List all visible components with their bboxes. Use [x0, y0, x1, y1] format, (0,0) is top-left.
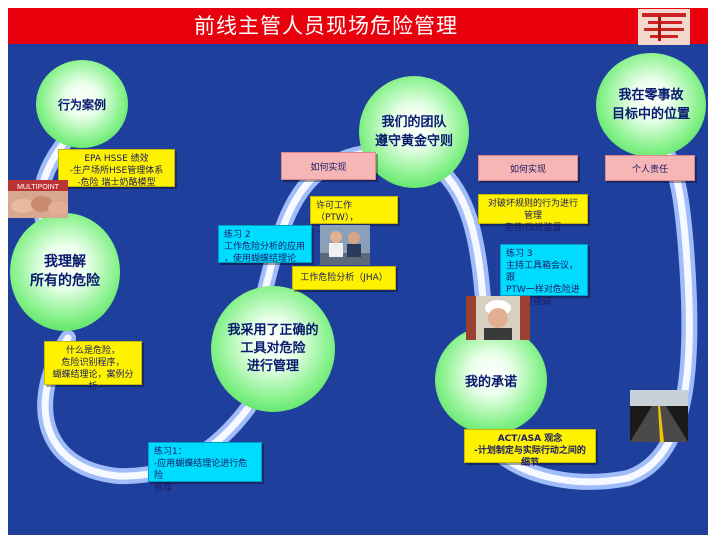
box-hazard-concept: 什么是危险， 危险识别程序， 蝴蝶结理论，案例分析 — [44, 341, 142, 392]
box-how-to-1: 如何实现 — [281, 152, 376, 180]
box-exercise-1: 练习1： -应用蝴蝶结理论进行危险 管理 — [148, 442, 262, 493]
box-exercise-2: 练习 2 工作危险分析的应用 ，使用蝴蝶结理论 — [218, 225, 312, 264]
circle-correct-tools: 我采用了正确的 工具对危险 进行管理 — [211, 286, 335, 412]
hands-image: MULTIPOINT — [8, 180, 68, 218]
circle-zero-accident: 我在零事故 目标中的位置 — [596, 53, 706, 157]
title-bar: 前线主管人员现场危险管理 — [8, 8, 708, 45]
circle-correct-tools-label: 我采用了正确的 工具对危险 进行管理 — [227, 323, 319, 374]
box-ptw: 许可工作（PTW）， 工具箱会议 — [310, 196, 398, 235]
circle-commitment-label: 我的承诺 — [464, 374, 517, 390]
workers-image — [320, 225, 370, 265]
circle-understand-hazards-label: 我理解 所有的危险 — [30, 254, 100, 289]
page-title: 前线主管人员现场危险管理 — [194, 14, 458, 38]
circle-behavior-cases: 行为案例 — [36, 60, 128, 148]
circle-team-golden-rules: 我们的团队 遵守黄金守则 — [359, 76, 469, 188]
slide-canvas: 前线主管人员现场危险管理 行为案例 我理解 所有的危险 我采用了正确的 工具对危… — [8, 8, 708, 535]
company-logo — [638, 9, 690, 45]
box-how-to-2: 如何实现 — [478, 155, 578, 181]
circle-team-golden-rules-label: 我们的团队 遵守黄金守则 — [374, 115, 453, 149]
circle-commitment: 我的承诺 — [435, 326, 547, 434]
circle-behavior-cases-label: 行为案例 — [57, 97, 106, 112]
circle-zero-accident-label: 我在零事故 目标中的位置 — [611, 88, 690, 122]
box-epa-hsse: EPA HSSE 绩效 -生产场所HSE管理体系 -危险 瑞士奶酪模型 — [58, 149, 175, 188]
box-act-asa: ACT/ASA 观念 -计划制定与实际行动之间的细节 — [464, 429, 596, 468]
box-personal-responsibility: 个人责任 — [605, 155, 695, 181]
hands-photo-label: MULTIPOINT — [17, 184, 60, 191]
box-exercise-3: 练习 3 主持工具箱会议，跟 PTW一样对危险进 行突出强调 — [500, 244, 588, 307]
road-image — [630, 390, 688, 442]
helmet-worker-photo — [466, 296, 530, 340]
helmet-worker-image — [466, 296, 530, 340]
hands-photo: MULTIPOINT — [8, 180, 68, 218]
road-photo — [630, 390, 688, 442]
box-rule-violation: 对破坏规则的行为进行管理 完善/改进监督 — [478, 194, 588, 233]
workers-photo — [320, 225, 370, 265]
circle-understand-hazards: 我理解 所有的危险 — [10, 213, 120, 331]
box-jha: 工作危险分析（JHA） — [292, 266, 396, 290]
